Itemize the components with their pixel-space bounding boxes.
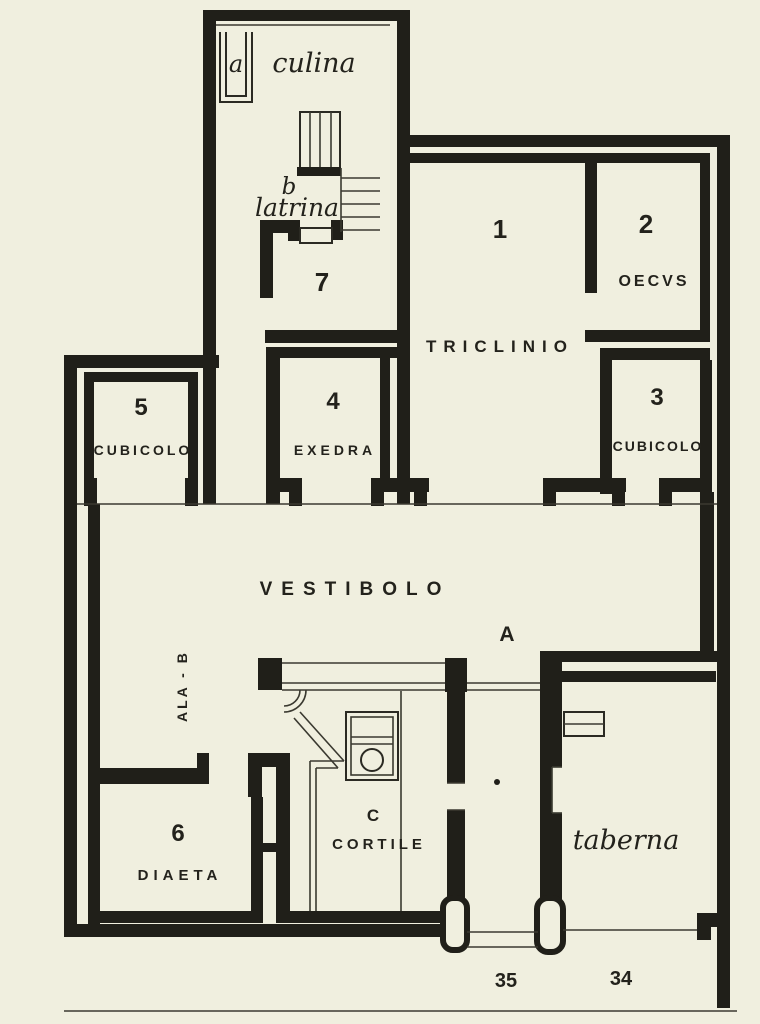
taberna-counter — [563, 711, 605, 737]
wall-room5-north — [64, 355, 219, 368]
wall-west-inner — [88, 504, 100, 924]
wall-diaeta-north — [88, 768, 200, 784]
label-point-C: C — [367, 806, 379, 825]
entrance-pilasters — [440, 895, 566, 955]
wall-room2-south — [585, 330, 710, 342]
label-hearth-a: a — [229, 50, 243, 78]
triclinio-door-jamb-left — [414, 478, 427, 506]
wall-east-outer — [717, 135, 730, 1008]
label-culina: culina — [272, 48, 355, 79]
room3-door-jamb-right — [659, 478, 672, 506]
room3-door-jamb-left — [612, 478, 625, 506]
wall-north — [397, 135, 730, 147]
exedra-door-jamb-left — [289, 478, 302, 506]
walls — [64, 10, 730, 1008]
staircase — [297, 111, 380, 232]
wall-diaeta-south — [88, 911, 263, 923]
door-niches — [447, 766, 562, 814]
wall-room12-north-inner — [410, 153, 704, 163]
triclinio-door-jamb-right — [543, 478, 556, 506]
label-room1: 1 — [493, 214, 507, 244]
wall-culina-east — [397, 10, 410, 504]
wall-exedra-north — [266, 347, 398, 358]
label-diaeta: DIAETA — [138, 867, 223, 884]
wall-taberna-south-stub — [710, 913, 730, 927]
label-entrance-34: 34 — [610, 968, 633, 990]
wall-diaeta-east — [251, 797, 263, 923]
street-thresholds — [64, 929, 737, 1012]
label-entrance-35: 35 — [495, 970, 517, 992]
label-point-A: A — [499, 623, 514, 646]
label-b: b — [282, 174, 297, 200]
wall-partition-1-2 — [585, 153, 597, 293]
wall-west-outer — [64, 355, 77, 937]
cortile-thresholds — [282, 662, 540, 691]
label-ala-b: ALA - B — [174, 650, 190, 722]
drain-channel — [293, 691, 402, 911]
label-room4: 4 — [326, 388, 340, 415]
wall-taberna-west — [540, 651, 562, 905]
passage-sill — [251, 843, 290, 852]
wall-cortile-south — [276, 911, 448, 923]
wall-south-outer — [64, 924, 445, 937]
label-exedra: EXEDRA — [294, 442, 376, 458]
wall-exedra-east-inner — [380, 358, 390, 480]
corner-arc — [283, 689, 307, 713]
wall-culina-top — [203, 10, 410, 21]
wall-room7-south — [265, 330, 398, 343]
wall-cortile-west — [276, 753, 290, 923]
exedra-door-jamb-right — [371, 478, 384, 506]
wall-latrina-west — [260, 220, 273, 298]
wall-latrina-step — [288, 220, 300, 241]
label-room2: 2 — [639, 209, 653, 239]
label-room6: 6 — [171, 820, 184, 847]
latrina-door-leaf — [299, 227, 333, 244]
label-triclinio: TRICLINIO — [426, 337, 574, 356]
label-room3: 3 — [650, 384, 663, 411]
wall-A-east-inner — [700, 492, 714, 662]
label-cortile: CORTILE — [332, 836, 426, 853]
room5-door-jamb-left — [84, 478, 97, 506]
label-cubicolo3: CUBICOLO — [613, 438, 704, 454]
label-cubicolo5: CUBICOLO — [94, 442, 193, 458]
corridor-dot — [494, 779, 500, 785]
wall-A-south — [540, 651, 717, 662]
label-taberna: taberna — [573, 825, 680, 856]
room5-door-jamb-right — [185, 478, 198, 506]
cortile-pillar-west — [258, 658, 282, 690]
well — [345, 711, 399, 781]
wall-room3-north — [600, 348, 710, 360]
label-oecvs: OECVS — [618, 273, 689, 290]
hearth — [219, 32, 253, 103]
label-room5: 5 — [134, 394, 147, 421]
wall-west-upper — [203, 10, 216, 504]
wall-exedra-west — [266, 347, 280, 504]
wall-room3-west — [600, 348, 612, 494]
latrina-door-pivot — [331, 220, 343, 240]
label-room7: 7 — [315, 267, 329, 297]
label-latrina: latrina — [255, 193, 339, 222]
room-labels: a culina b latrina 7 1 2 OECVS TRICLINIO… — [94, 48, 704, 992]
label-vestibolo: VESTIBOLO — [260, 579, 451, 600]
wall-taberna-north — [562, 671, 716, 682]
